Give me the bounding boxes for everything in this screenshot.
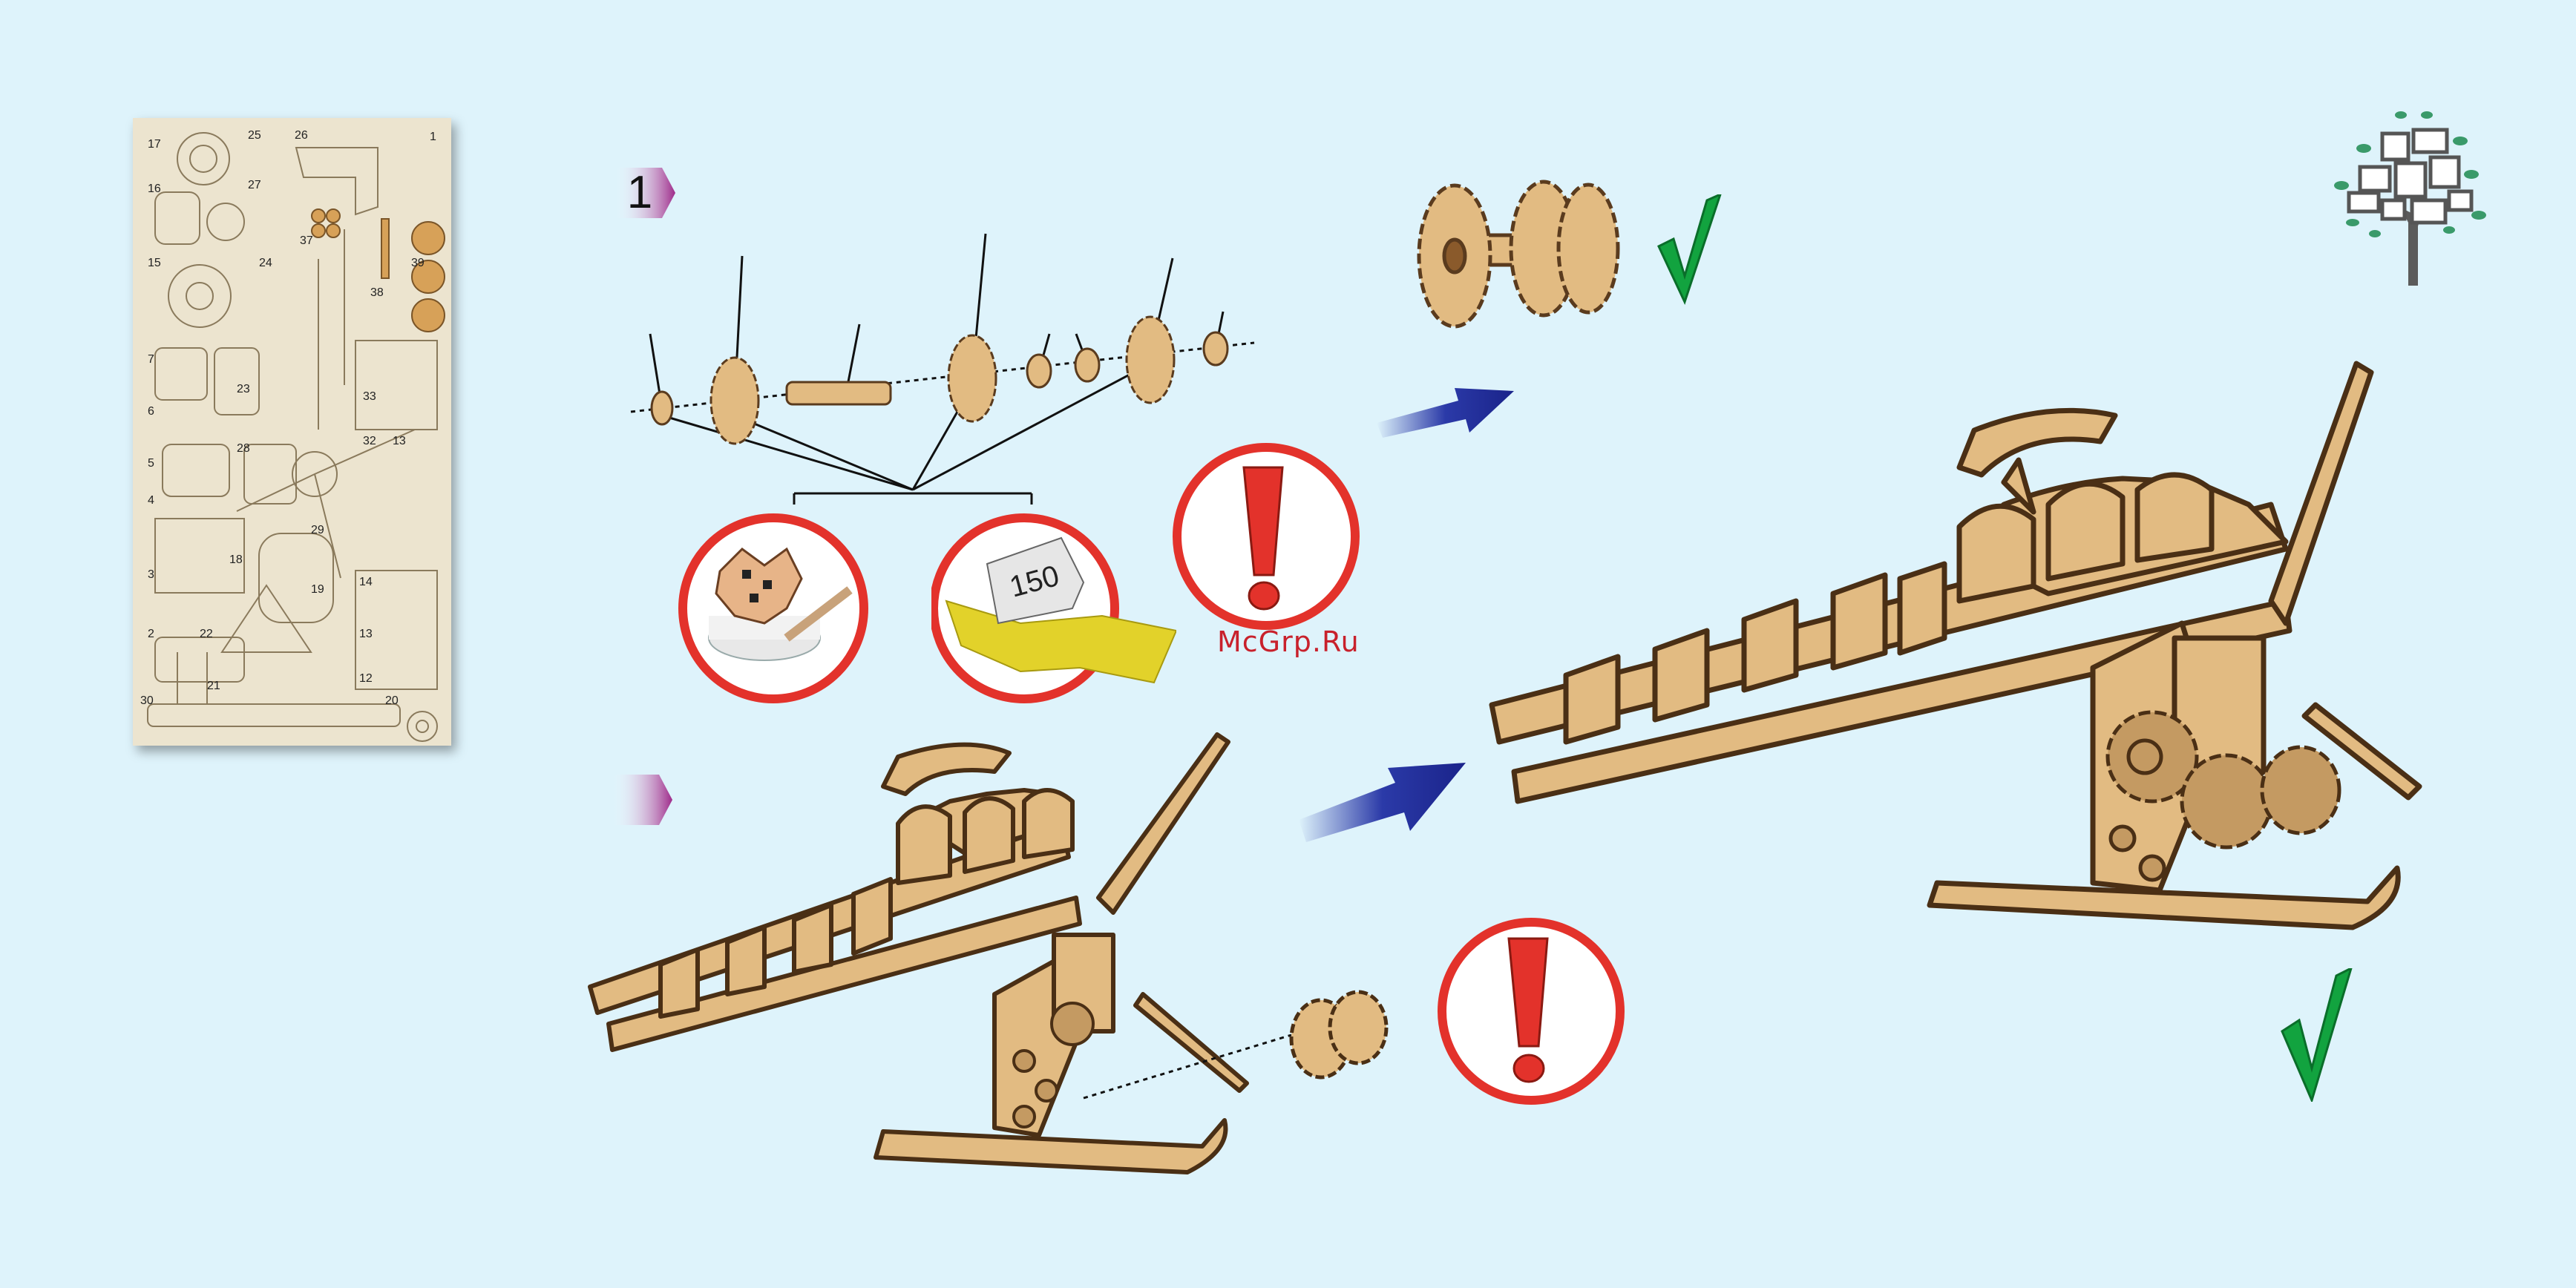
svg-text:20: 20	[385, 694, 399, 707]
svg-text:32: 32	[363, 435, 376, 447]
svg-text:38: 38	[370, 286, 384, 299]
watermark-text: McGrp.Ru	[1217, 625, 1360, 658]
svg-text:17: 17	[148, 138, 161, 151]
svg-text:37: 37	[300, 234, 313, 247]
svg-text:1: 1	[430, 131, 436, 143]
svg-text:26: 26	[295, 129, 308, 142]
check-icon-top	[1655, 194, 1722, 306]
svg-text:29: 29	[311, 524, 324, 536]
glue-tip-circle	[675, 512, 876, 705]
assembled-axle	[1403, 174, 1633, 338]
tree-logo-icon	[2330, 104, 2494, 286]
svg-text:16: 16	[148, 183, 161, 195]
svg-text:22: 22	[200, 628, 213, 640]
svg-text:4: 4	[148, 494, 154, 507]
svg-text:7: 7	[148, 353, 154, 366]
svg-text:28: 28	[237, 442, 250, 455]
svg-text:6: 6	[148, 405, 154, 418]
step-1-number: 1	[616, 168, 663, 218]
step-1-marker: 1	[616, 168, 675, 218]
svg-text:30: 30	[140, 694, 154, 707]
svg-text:15: 15	[148, 257, 161, 269]
svg-text:5: 5	[148, 457, 154, 470]
svg-text:21: 21	[207, 680, 220, 692]
warning-circle-top	[1171, 441, 1364, 634]
svg-text:23: 23	[237, 383, 250, 395]
svg-text:27: 27	[248, 179, 261, 191]
check-icon-bottom	[2278, 968, 2353, 1102]
svg-text:39: 39	[411, 257, 425, 269]
svg-text:13: 13	[393, 435, 406, 447]
svg-text:13: 13	[359, 628, 373, 640]
svg-text:33: 33	[363, 390, 376, 403]
svg-text:3: 3	[148, 568, 154, 581]
svg-text:12: 12	[359, 672, 373, 685]
svg-text:14: 14	[359, 576, 373, 588]
svg-text:25: 25	[248, 129, 261, 142]
svg-text:24: 24	[259, 257, 272, 269]
sandpaper-tip-circle: 150	[931, 512, 1176, 705]
svg-text:18: 18	[229, 553, 243, 566]
svg-text:2: 2	[148, 628, 154, 640]
model-step-2	[579, 712, 1418, 1187]
svg-text:19: 19	[311, 583, 324, 596]
model-complete	[1484, 356, 2427, 972]
